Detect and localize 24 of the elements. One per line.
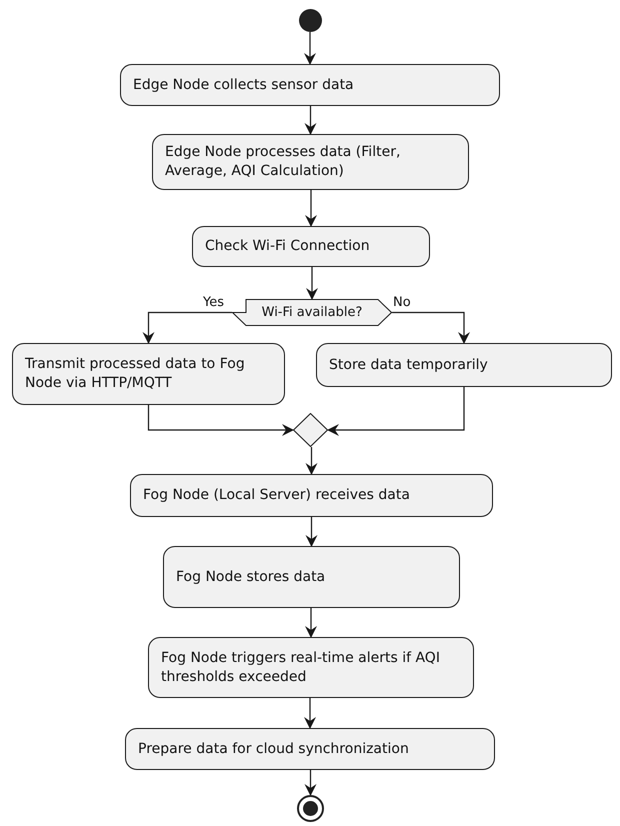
activity-box: Check Wi-Fi Connection — [192, 226, 430, 267]
arrow — [304, 106, 316, 135]
activity-box: Edge Node processes data (Filter, Average, AQI Calculation) — [152, 134, 469, 190]
activity-box: Fog Node (Local Server) receives data — [130, 474, 493, 517]
arrow — [304, 770, 316, 796]
activity-box: Prepare data for cloud synchronization — [125, 728, 495, 770]
activity-box: Store data temporarily — [316, 343, 612, 387]
activity-box: Transmit processed data to Fog Node via HTTP/MQTT — [12, 343, 285, 405]
arrow — [392, 312, 470, 344]
arrow — [142, 312, 232, 344]
arrow — [304, 698, 316, 729]
arrow — [304, 32, 316, 65]
arrow — [306, 447, 318, 475]
activity-box: Fog Node triggers real-time alerts if AQI thresholds exceeded — [148, 637, 474, 698]
decision-diamond: Wi-Fi available? — [232, 299, 392, 326]
arrow — [305, 608, 317, 638]
arrow — [327, 387, 465, 436]
decision-diamond — [293, 413, 328, 447]
arrow — [306, 267, 318, 300]
arrow — [148, 405, 294, 436]
arrow — [306, 517, 318, 547]
activity-box: Edge Node collects sensor data — [120, 64, 500, 106]
arrow — [305, 190, 317, 227]
activity-box: Fog Node stores data — [163, 546, 460, 608]
